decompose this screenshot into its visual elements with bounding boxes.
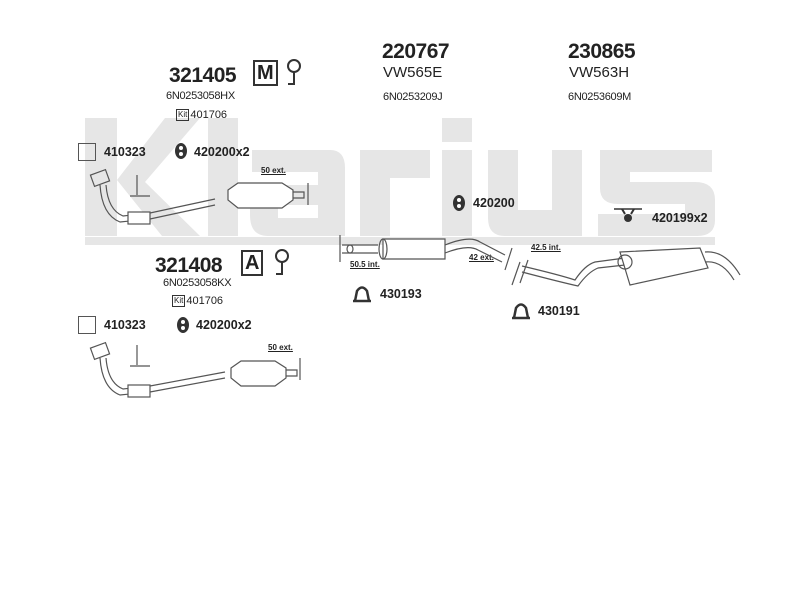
mount-number: 420200x2 bbox=[194, 145, 250, 159]
outlet-dimension: 42 ext. bbox=[469, 253, 494, 262]
clamp-number: 430193 bbox=[380, 287, 422, 301]
kit-label: Kit bbox=[172, 295, 186, 307]
kit-number: 401706 bbox=[186, 295, 224, 307]
dimension-label: 50 ext. bbox=[261, 166, 286, 175]
rubber-mount-icon bbox=[177, 317, 189, 333]
manual-badge-icon: M bbox=[253, 60, 278, 86]
watermark-letter-u bbox=[488, 150, 582, 236]
oem-number: 6N0253058HX bbox=[166, 90, 235, 102]
mount-number: 420199x2 bbox=[652, 211, 708, 225]
watermark-letter-r bbox=[360, 150, 430, 236]
front-pipe-upper-drawing bbox=[89, 168, 309, 225]
dimension-label: 50 ext. bbox=[268, 343, 293, 352]
middle-silencer-drawing bbox=[339, 235, 513, 271]
mount-number: 420200x2 bbox=[196, 318, 252, 332]
clamp-number: 430191 bbox=[538, 304, 580, 318]
inlet-dimension: 50.5 int. bbox=[350, 260, 380, 269]
kit-label: Kit bbox=[176, 109, 190, 121]
gasket-number: 410323 bbox=[104, 318, 146, 332]
part-number-220767: 220767 bbox=[382, 40, 450, 63]
watermark-letter-l bbox=[208, 118, 238, 236]
oem-number: 6N0253609M bbox=[568, 91, 632, 103]
key-icon bbox=[287, 59, 301, 85]
watermark-letter-k bbox=[85, 118, 200, 236]
watermark-letter-a bbox=[250, 150, 345, 236]
inlet-dimension: 42.5 int. bbox=[531, 243, 561, 252]
oem-number: 6N0253058KX bbox=[163, 277, 232, 289]
hanger-icon bbox=[614, 208, 642, 222]
key-icon bbox=[275, 249, 289, 275]
kit-number: 401706 bbox=[190, 109, 228, 121]
reference-number: VW565E bbox=[383, 64, 443, 81]
watermark-letter-i bbox=[442, 118, 472, 236]
clamp-icon bbox=[512, 303, 530, 320]
gasket-number: 410323 bbox=[104, 145, 146, 159]
part-number-230865: 230865 bbox=[568, 40, 636, 63]
reference-number: VW563H bbox=[569, 64, 630, 81]
mount-number: 420200 bbox=[473, 196, 515, 210]
front-pipe-lower-drawing bbox=[89, 341, 301, 398]
rear-silencer-drawing bbox=[511, 247, 741, 287]
clamp-icon bbox=[353, 286, 371, 303]
oem-number: 6N0253209J bbox=[383, 91, 443, 103]
rubber-mount-icon bbox=[175, 143, 187, 159]
part-number-321408: 321408 bbox=[155, 254, 223, 277]
automatic-badge-icon: A bbox=[241, 250, 264, 276]
rubber-mount-icon bbox=[453, 195, 465, 211]
part-number-321405: 321405 bbox=[169, 64, 237, 87]
gasket-icon bbox=[78, 316, 96, 334]
gasket-icon bbox=[78, 143, 96, 161]
